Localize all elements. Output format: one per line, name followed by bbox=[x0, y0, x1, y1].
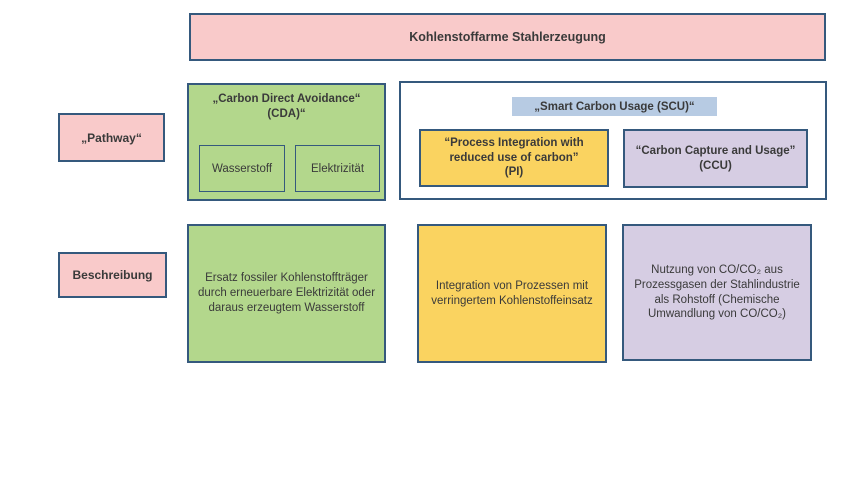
scu-container-box: „Smart Carbon Usage (SCU)“ “Process Inte… bbox=[399, 81, 827, 200]
cda-option-wasserstoff-label: Wasserstoff bbox=[211, 162, 273, 175]
cda-option-elektrizitaet-label: Elektrizität bbox=[310, 162, 365, 175]
ccu-pathway-box: “Carbon Capture and Usage” (CCU) bbox=[623, 129, 808, 188]
description-row-label: Beschreibung bbox=[58, 252, 167, 298]
pi-title: “Process Integration with reduced use of… bbox=[444, 137, 584, 164]
pi-description-box: Integration von Prozessen mit verringert… bbox=[417, 224, 607, 363]
header-title: Kohlenstoffarme Stahlerzeugung bbox=[409, 30, 606, 44]
ccu-description-box: Nutzung von CO/CO₂ aus Prozessgasen der … bbox=[622, 224, 812, 361]
pathway-row-label: „Pathway“ bbox=[58, 113, 165, 162]
cda-title: „Carbon Direct Avoidance“ (CDA)“ bbox=[212, 93, 361, 120]
cda-description-box: Ersatz fossiler Kohlenstoffträger durch … bbox=[187, 224, 386, 363]
cda-option-wasserstoff: Wasserstoff bbox=[199, 145, 285, 192]
pi-pathway-box: “Process Integration with reduced use of… bbox=[419, 129, 609, 187]
cda-pathway-box: „Carbon Direct Avoidance“ (CDA)“ Wassers… bbox=[187, 83, 386, 201]
scu-title-highlight: „Smart Carbon Usage (SCU)“ bbox=[512, 97, 717, 116]
header-box: Kohlenstoffarme Stahlerzeugung bbox=[189, 13, 826, 61]
ccu-title: “Carbon Capture and Usage” bbox=[635, 145, 796, 158]
scu-title-text: „Smart Carbon Usage (SCU)“ bbox=[534, 100, 695, 113]
ccu-description-text: Nutzung von CO/CO₂ aus Prozessgasen der … bbox=[634, 263, 800, 321]
cda-option-elektrizitaet: Elektrizität bbox=[295, 145, 380, 192]
cda-description-text: Ersatz fossiler Kohlenstoffträger durch … bbox=[197, 272, 376, 314]
description-row-label-text: Beschreibung bbox=[72, 268, 153, 282]
pathway-row-label-text: „Pathway“ bbox=[81, 130, 142, 145]
ccu-abbr: (CCU) bbox=[699, 159, 732, 172]
pi-description-text: Integration von Prozessen mit verringert… bbox=[431, 279, 593, 307]
pi-abbr: (PI) bbox=[504, 166, 524, 179]
